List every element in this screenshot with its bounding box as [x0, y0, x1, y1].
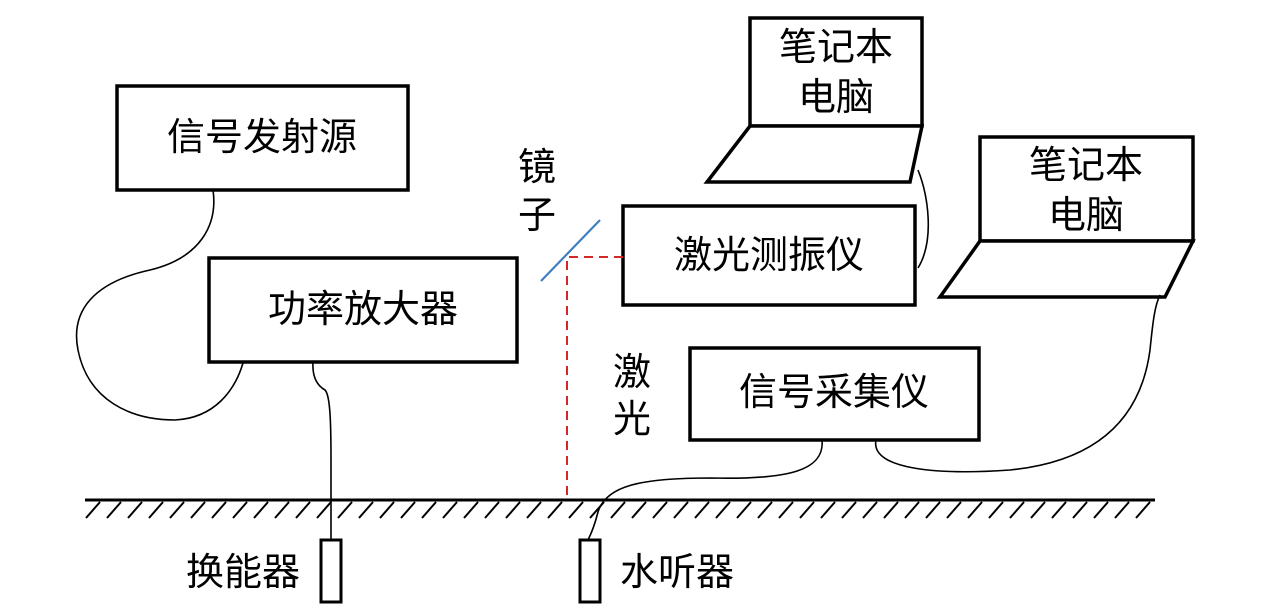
ground-hatch-mark: [358, 501, 374, 519]
laser-beam: [566, 256, 623, 500]
laptop-1-label-line1: 笔记本: [779, 25, 893, 69]
signal-acquisition-box: [688, 346, 981, 442]
laser-label-char1: 激: [613, 350, 651, 394]
ground-hatch-mark: [1072, 501, 1088, 519]
laptop-2: 笔记本 电脑: [936, 135, 1196, 299]
ground-hatch-mark: [883, 501, 899, 519]
ground-hatch-mark: [232, 501, 248, 519]
ground-hatch-mark: [1093, 501, 1109, 519]
ground-hatch-mark: [631, 501, 647, 519]
ground-hatch-mark: [568, 501, 584, 519]
ground-hatch-mark: [295, 501, 311, 519]
ground-hatch-mark: [463, 501, 479, 519]
ground-hatching: [85, 501, 1151, 519]
ground-hatch-mark: [148, 501, 164, 519]
ground-hatch-mark: [526, 501, 542, 519]
ground-hatch-mark: [1051, 501, 1067, 519]
ground-hatch-mark: [841, 501, 857, 519]
laptop-1-label-line2: 电脑: [798, 75, 874, 119]
laptop1-vibrometer-cable: [917, 169, 930, 269]
ground-hatch-mark: [505, 501, 521, 519]
ground-hatch-mark: [736, 501, 752, 519]
ground: [85, 498, 1155, 519]
mirror-label-char2: 子: [518, 193, 556, 237]
ground-hatch-mark: [85, 501, 101, 519]
hydrophone-label: 水听器: [620, 550, 734, 594]
transducer-element: [319, 538, 343, 604]
ground-hatch-mark: [190, 501, 206, 519]
ground-hatch-mark: [757, 501, 773, 519]
power-amplifier-label: 功率放大器: [268, 287, 458, 331]
ground-hatch-mark: [694, 501, 710, 519]
ground-hatch-mark: [799, 501, 815, 519]
ground-hatch-mark: [988, 501, 1004, 519]
ground-hatch-mark: [652, 501, 668, 519]
ground-hatch-mark: [253, 501, 269, 519]
ground-hatch-mark: [715, 501, 731, 519]
ground-hatch-mark: [610, 501, 626, 519]
signal-source-label: 信号发射源: [167, 115, 357, 159]
ground-hatch-mark: [169, 501, 185, 519]
power-amplifier-box: [207, 256, 519, 364]
ground-hatch-mark: [337, 501, 353, 519]
hydrophone-element: [578, 538, 602, 604]
acquisition-laptop2-cable: [875, 294, 1161, 473]
ground-hatch-mark: [1030, 501, 1046, 519]
ground-hatch-mark: [379, 501, 395, 519]
mirror-label-char1: 镜: [518, 145, 556, 189]
ground-hatch-mark: [316, 501, 332, 519]
laser-label-char2: 光: [613, 397, 651, 441]
ground-hatch-mark: [1114, 501, 1130, 519]
signal-acquisition-label: 信号采集仪: [739, 370, 929, 414]
ground-hatch-mark: [421, 501, 437, 519]
ground-hatch-mark: [211, 501, 227, 519]
laptop-1-screen: [748, 16, 924, 128]
ground-hatch-mark: [820, 501, 836, 519]
transducer-label: 换能器: [186, 550, 300, 594]
laptop-2-label-line1: 笔记本: [1029, 143, 1143, 187]
ground-hatch-mark: [778, 501, 794, 519]
ground-hatch-mark: [946, 501, 962, 519]
ground-hatch-mark: [106, 501, 122, 519]
laptop-1-keyboard: [703, 124, 925, 184]
ground-hatch-mark: [673, 501, 689, 519]
laptop-2-label-line2: 电脑: [1048, 193, 1124, 237]
ground-hatch-mark: [400, 501, 416, 519]
ground-hatch-mark: [1135, 501, 1151, 519]
laser-vibrometer-label: 激光测振仪: [674, 233, 864, 277]
laptop-1: 笔记本 电脑: [703, 16, 925, 184]
laptop-2-screen: [978, 135, 1195, 243]
amplifier-transducer-cable: [312, 361, 332, 540]
ground-hatch-mark: [274, 501, 290, 519]
laptop-2-keyboard: [936, 239, 1196, 299]
laser-vibrometer-box: [621, 204, 917, 307]
acquisition-hydrophone-cable: [587, 439, 823, 541]
ground-hatch-mark: [442, 501, 458, 519]
signal-source-box: [115, 84, 410, 192]
ground-hatch-mark: [925, 501, 941, 519]
ground-hatch-mark: [484, 501, 500, 519]
ground-hatch-mark: [547, 501, 563, 519]
ground-hatch-mark: [1009, 501, 1025, 519]
ground-hatch-mark: [127, 501, 143, 519]
ground-hatch-mark: [904, 501, 920, 519]
ground-hatch-mark: [862, 501, 878, 519]
source-amplifier-cable: [75, 189, 244, 421]
mirror-line: [540, 219, 601, 282]
ground-hatch-mark: [967, 501, 983, 519]
